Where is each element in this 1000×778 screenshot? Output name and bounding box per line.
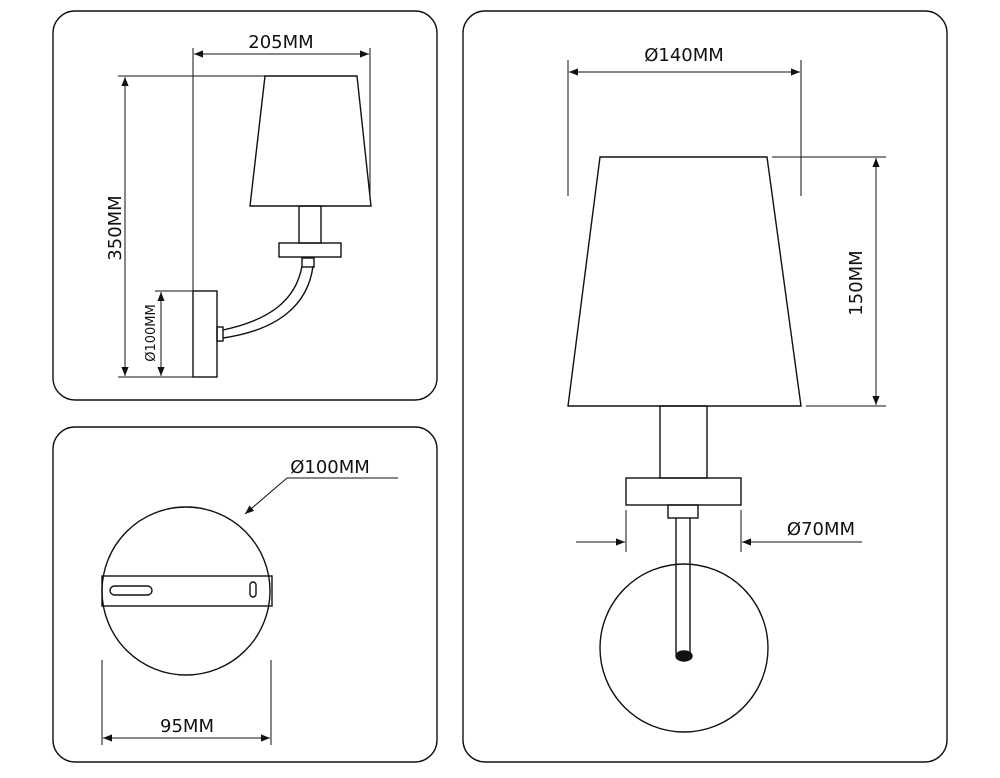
shade-diameter-label: Ø140MM xyxy=(644,45,724,66)
stem-end xyxy=(675,650,693,662)
mounting-bracket xyxy=(101,575,273,607)
front-lamp-shade xyxy=(567,156,802,407)
side-lamp-shade xyxy=(249,75,372,207)
side-view-panel xyxy=(52,10,438,401)
stem-connector xyxy=(667,504,699,519)
base-diameter-leader xyxy=(244,477,288,515)
arm-curve-bottom xyxy=(222,265,314,339)
socket xyxy=(298,205,322,244)
holder-plate xyxy=(278,242,342,258)
base-diameter-label: Ø100MM xyxy=(290,457,370,478)
arm-mount xyxy=(216,326,224,342)
front-wall-plate xyxy=(599,563,769,733)
shade-height-label: 150MM xyxy=(846,250,867,315)
side-view-frame xyxy=(52,10,438,401)
front-view-panel xyxy=(462,10,948,763)
bracket-slot-left xyxy=(109,585,153,596)
holder-diameter-label: Ø70MM xyxy=(787,519,855,540)
wall-plate xyxy=(192,290,218,378)
bracket-slot-right xyxy=(249,581,257,598)
side-height-label: 350MM xyxy=(105,195,126,260)
front-holder-plate xyxy=(625,477,742,506)
base-plate-circle xyxy=(101,506,271,676)
arm-joint xyxy=(301,257,315,268)
front-view-frame xyxy=(462,10,948,763)
arm-curve-top xyxy=(222,265,303,331)
base-plate-panel xyxy=(52,426,438,763)
base-plate-frame xyxy=(52,426,438,763)
side-width-label: 205MM xyxy=(248,32,313,53)
side-base-label: Ø100MM xyxy=(144,304,159,361)
front-socket xyxy=(659,405,708,479)
stem xyxy=(675,518,691,660)
base-width-label: 95MM xyxy=(160,716,214,737)
